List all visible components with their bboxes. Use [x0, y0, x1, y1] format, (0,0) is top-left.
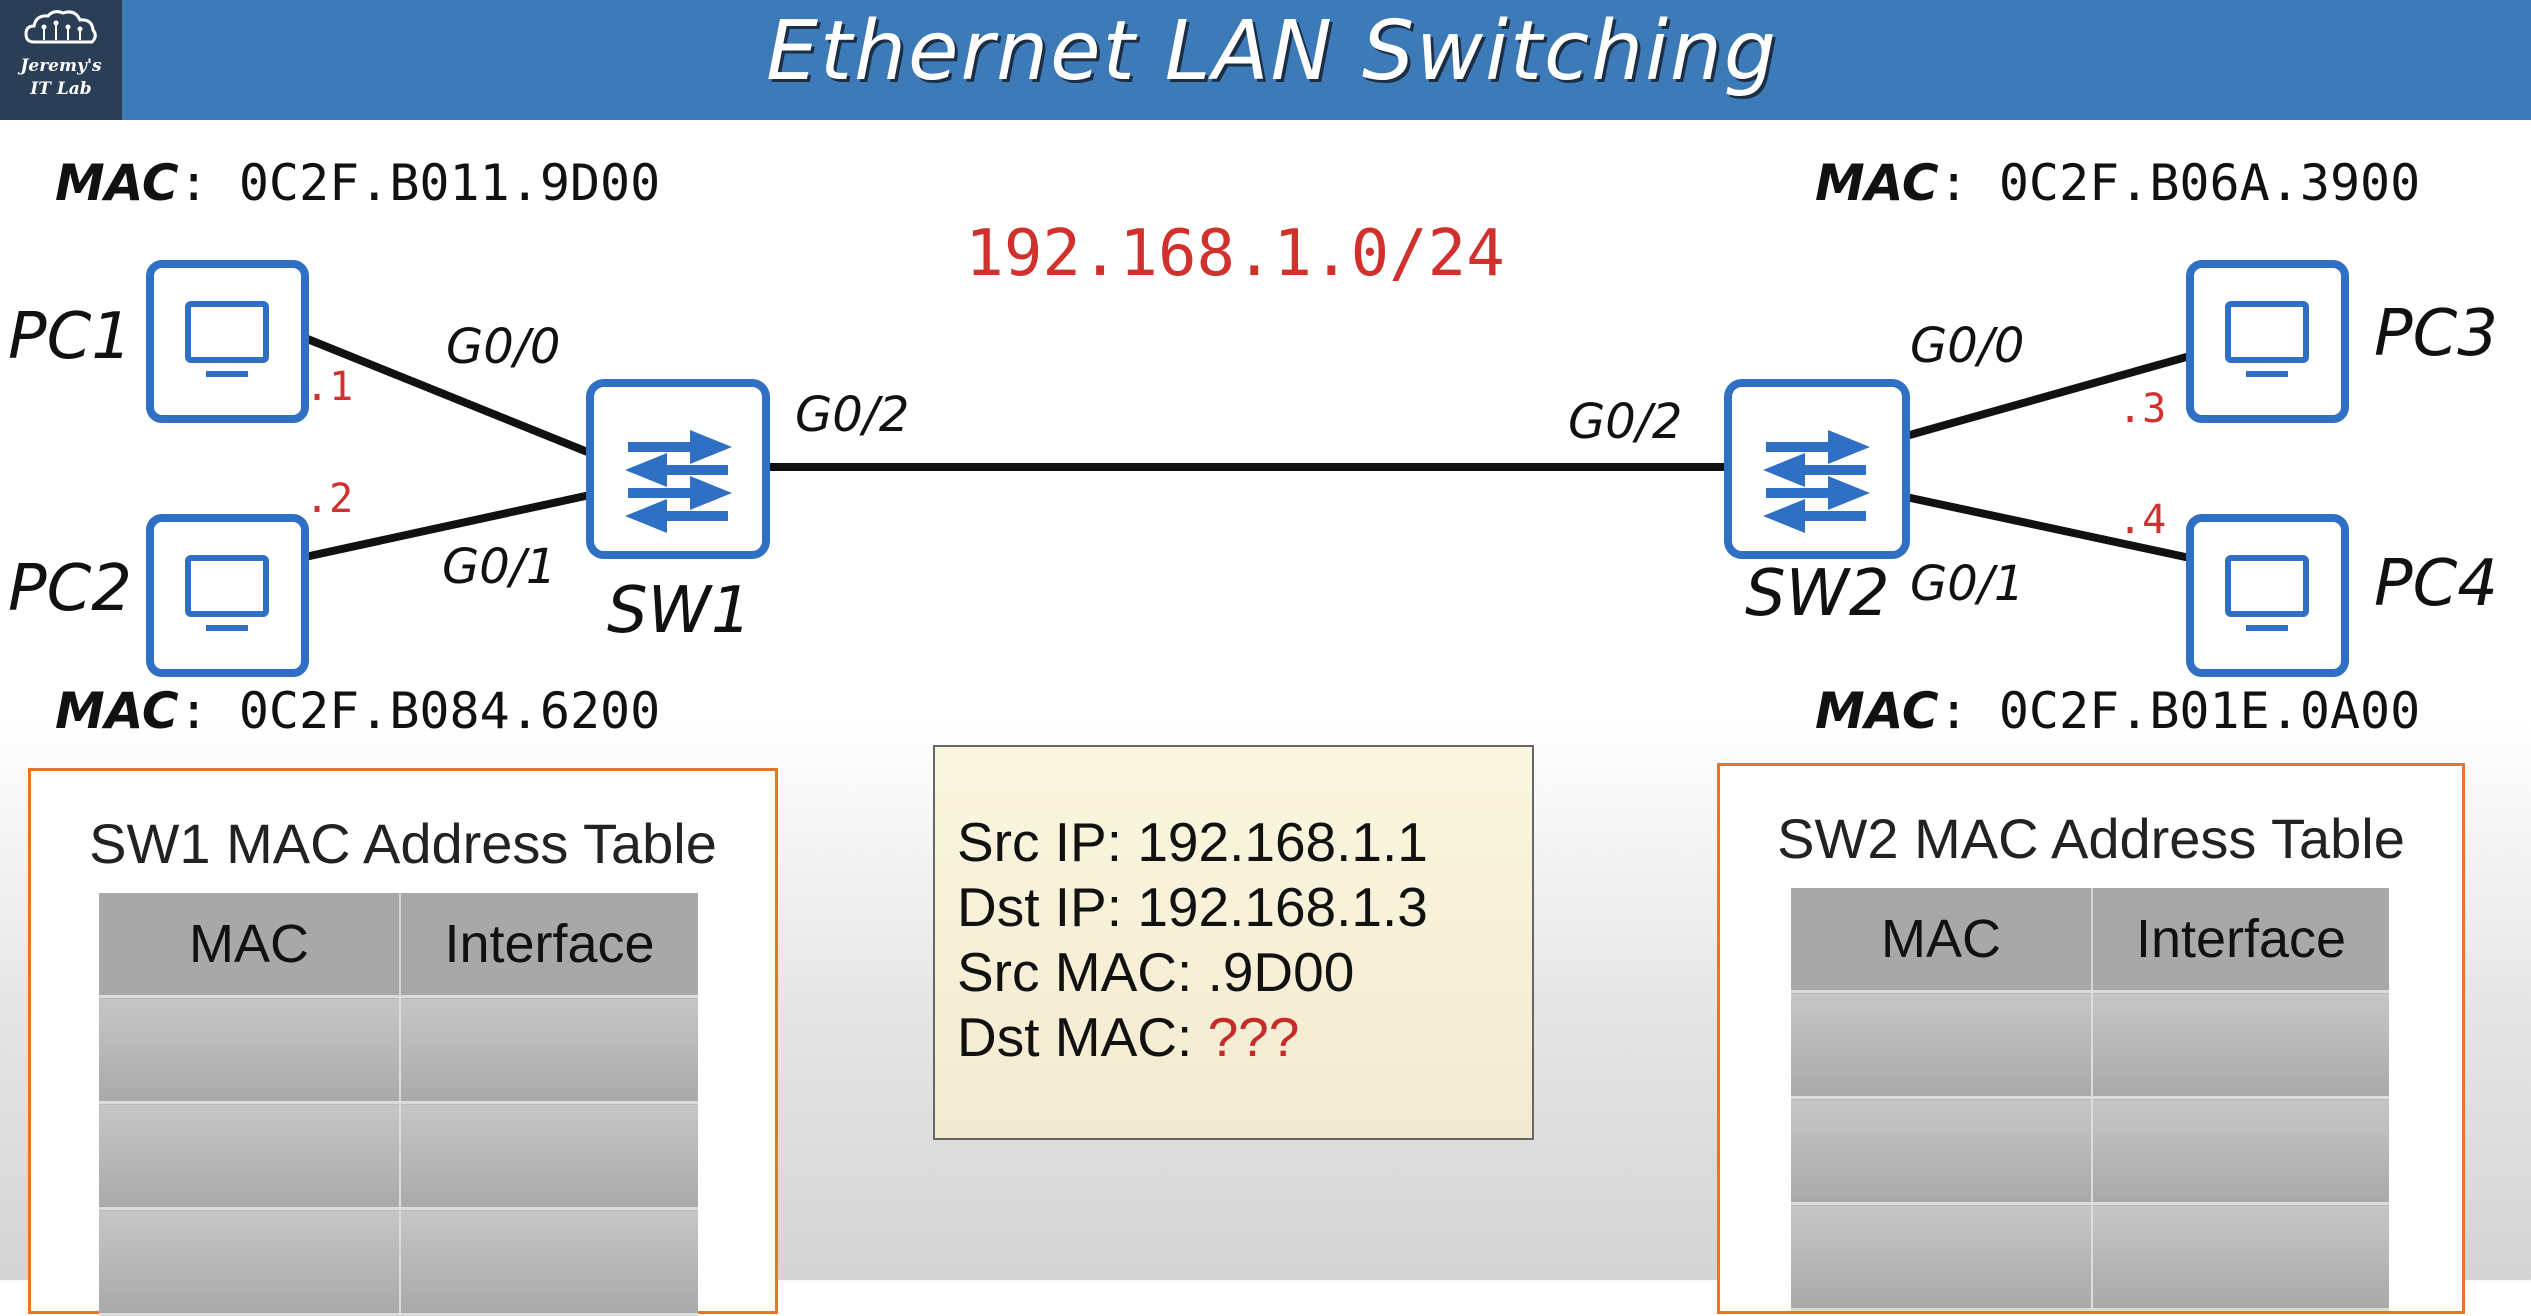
switch-arrows-icon [625, 430, 732, 533]
logo-text: Jeremy's IT Lab [0, 55, 122, 101]
sw2-label: SW2 [1745, 557, 1890, 631]
table-cell-interface [2092, 991, 2389, 1099]
dst-mac-value: ??? [1207, 1006, 1300, 1068]
sw2-device[interactable] [1724, 379, 1910, 559]
pc2-label: PC2 [8, 552, 132, 626]
table-row [1791, 991, 2389, 1099]
table-cell-mac [1791, 1097, 2093, 1205]
network-diagram: MAC: 0C2F.B011.9D00 MAC: 0C2F.B084.6200 … [8, 154, 2498, 740]
table-header-row: MAC Interface [99, 893, 698, 998]
sw2-port-g00: G0/0 [1910, 318, 2024, 374]
logo-text-line1: Jeremy's [20, 56, 102, 76]
cloud-circuit-icon [24, 10, 97, 44]
src-ip-line: Src IP: 192.168.1.1 [957, 810, 1428, 874]
table-row [99, 1102, 698, 1210]
src-mac-value: .9D00 [1207, 941, 1355, 1003]
monitor-icon [2225, 555, 2309, 631]
dst-mac-line: Dst MAC: ??? [957, 1005, 1299, 1069]
pc2-mac-label: MAC: 0C2F.B084.6200 [55, 682, 660, 740]
pc4-device[interactable] [2186, 514, 2349, 677]
link-pc1-sw1 [303, 334, 592, 457]
table-header-row: MAC Interface [1791, 888, 2389, 993]
src-ip-label: Src IP: [957, 811, 1138, 873]
pc3-mac-label: MAC: 0C2F.B06A.3900 [1815, 154, 2420, 212]
table-cell-mac [99, 996, 401, 1104]
pc1-mac-label: MAC: 0C2F.B011.9D00 [55, 154, 660, 212]
sw2-mac-table: SW2 MAC Address Table MAC Interface [1717, 763, 2465, 1314]
table-cell-mac [99, 1102, 401, 1210]
src-mac-line: Src MAC: .9D00 [957, 940, 1354, 1004]
sw1-port-g00: G0/0 [446, 319, 560, 375]
table-row [1791, 1097, 2389, 1205]
src-mac-label: Src MAC: [957, 941, 1208, 1003]
pc4-mac-label: MAC: 0C2F.B01E.0A00 [1815, 682, 2420, 740]
monitor-icon [185, 555, 269, 631]
pc1-label: PC1 [8, 300, 132, 374]
table-cell-mac [1791, 1203, 2093, 1311]
sw1-mac-table: SW1 MAC Address Table MAC Interface [28, 768, 778, 1316]
pc1-host-suffix: .1 [305, 364, 353, 410]
pc2-host-suffix: .2 [305, 476, 353, 522]
sw1-table-title: SW1 MAC Address Table [89, 812, 717, 875]
table-cell-interface [2092, 1097, 2389, 1205]
dst-ip-label: Dst IP: [957, 876, 1138, 938]
table-cell-interface [400, 1208, 698, 1316]
table-cell-mac [1791, 991, 2093, 1099]
link-sw2-pc4 [1905, 493, 2191, 562]
logo-text-line2: IT Lab [30, 79, 92, 99]
table-cell-interface [2092, 1203, 2389, 1311]
page-title: Ethernet LAN Switching [766, 4, 1778, 99]
switch-arrows-icon [1763, 430, 1870, 533]
pc3-device[interactable] [2186, 260, 2349, 423]
sw1-label: SW1 [607, 574, 752, 648]
table-cell-interface [400, 1102, 698, 1210]
packet-info-box: Src IP: 192.168.1.1 Dst IP: 192.168.1.3 … [933, 745, 1534, 1140]
table-row [99, 996, 698, 1104]
sw1-port-g02: G0/2 [795, 387, 909, 443]
monitor-icon [2225, 301, 2309, 377]
column-header-mac: MAC [99, 893, 401, 998]
sw1-port-g01: G0/1 [442, 539, 556, 595]
pc1-device[interactable] [146, 260, 309, 423]
pc3-host-suffix: .3 [2118, 386, 2166, 432]
sw1-table-grid: MAC Interface [99, 893, 698, 1316]
monitor-icon [185, 301, 269, 377]
table-row [99, 1208, 698, 1316]
logo: Jeremy's IT Lab [0, 0, 122, 120]
link-pc2-sw1 [304, 491, 591, 561]
sw2-table-grid: MAC Interface [1791, 888, 2389, 1311]
sw2-port-g01: G0/1 [1910, 556, 2024, 612]
sw2-table-title: SW2 MAC Address Table [1777, 807, 2405, 870]
dst-mac-label: Dst MAC: [957, 1006, 1208, 1068]
dst-ip-line: Dst IP: 192.168.1.3 [957, 875, 1428, 939]
pc2-device[interactable] [146, 514, 309, 677]
pc4-label: PC4 [2374, 547, 2498, 621]
table-cell-mac [99, 1208, 401, 1316]
sw2-port-g02: G0/2 [1568, 394, 1682, 450]
dst-ip-value: 192.168.1.3 [1137, 876, 1428, 938]
sw1-device[interactable] [586, 379, 770, 559]
column-header-interface: Interface [400, 893, 698, 998]
header-bar: Jeremy's IT Lab Ethernet LAN Switching [0, 0, 2531, 120]
column-header-mac: MAC [1791, 888, 2093, 993]
pc3-label: PC3 [2374, 297, 2498, 371]
pc4-host-suffix: .4 [2118, 497, 2166, 543]
table-cell-interface [400, 996, 698, 1104]
subnet-label: 192.168.1.0/24 [965, 217, 1504, 291]
src-ip-value: 192.168.1.1 [1137, 811, 1428, 873]
link-sw2-pc3 [1904, 352, 2192, 440]
column-header-interface: Interface [2092, 888, 2389, 993]
table-row [1791, 1203, 2389, 1311]
